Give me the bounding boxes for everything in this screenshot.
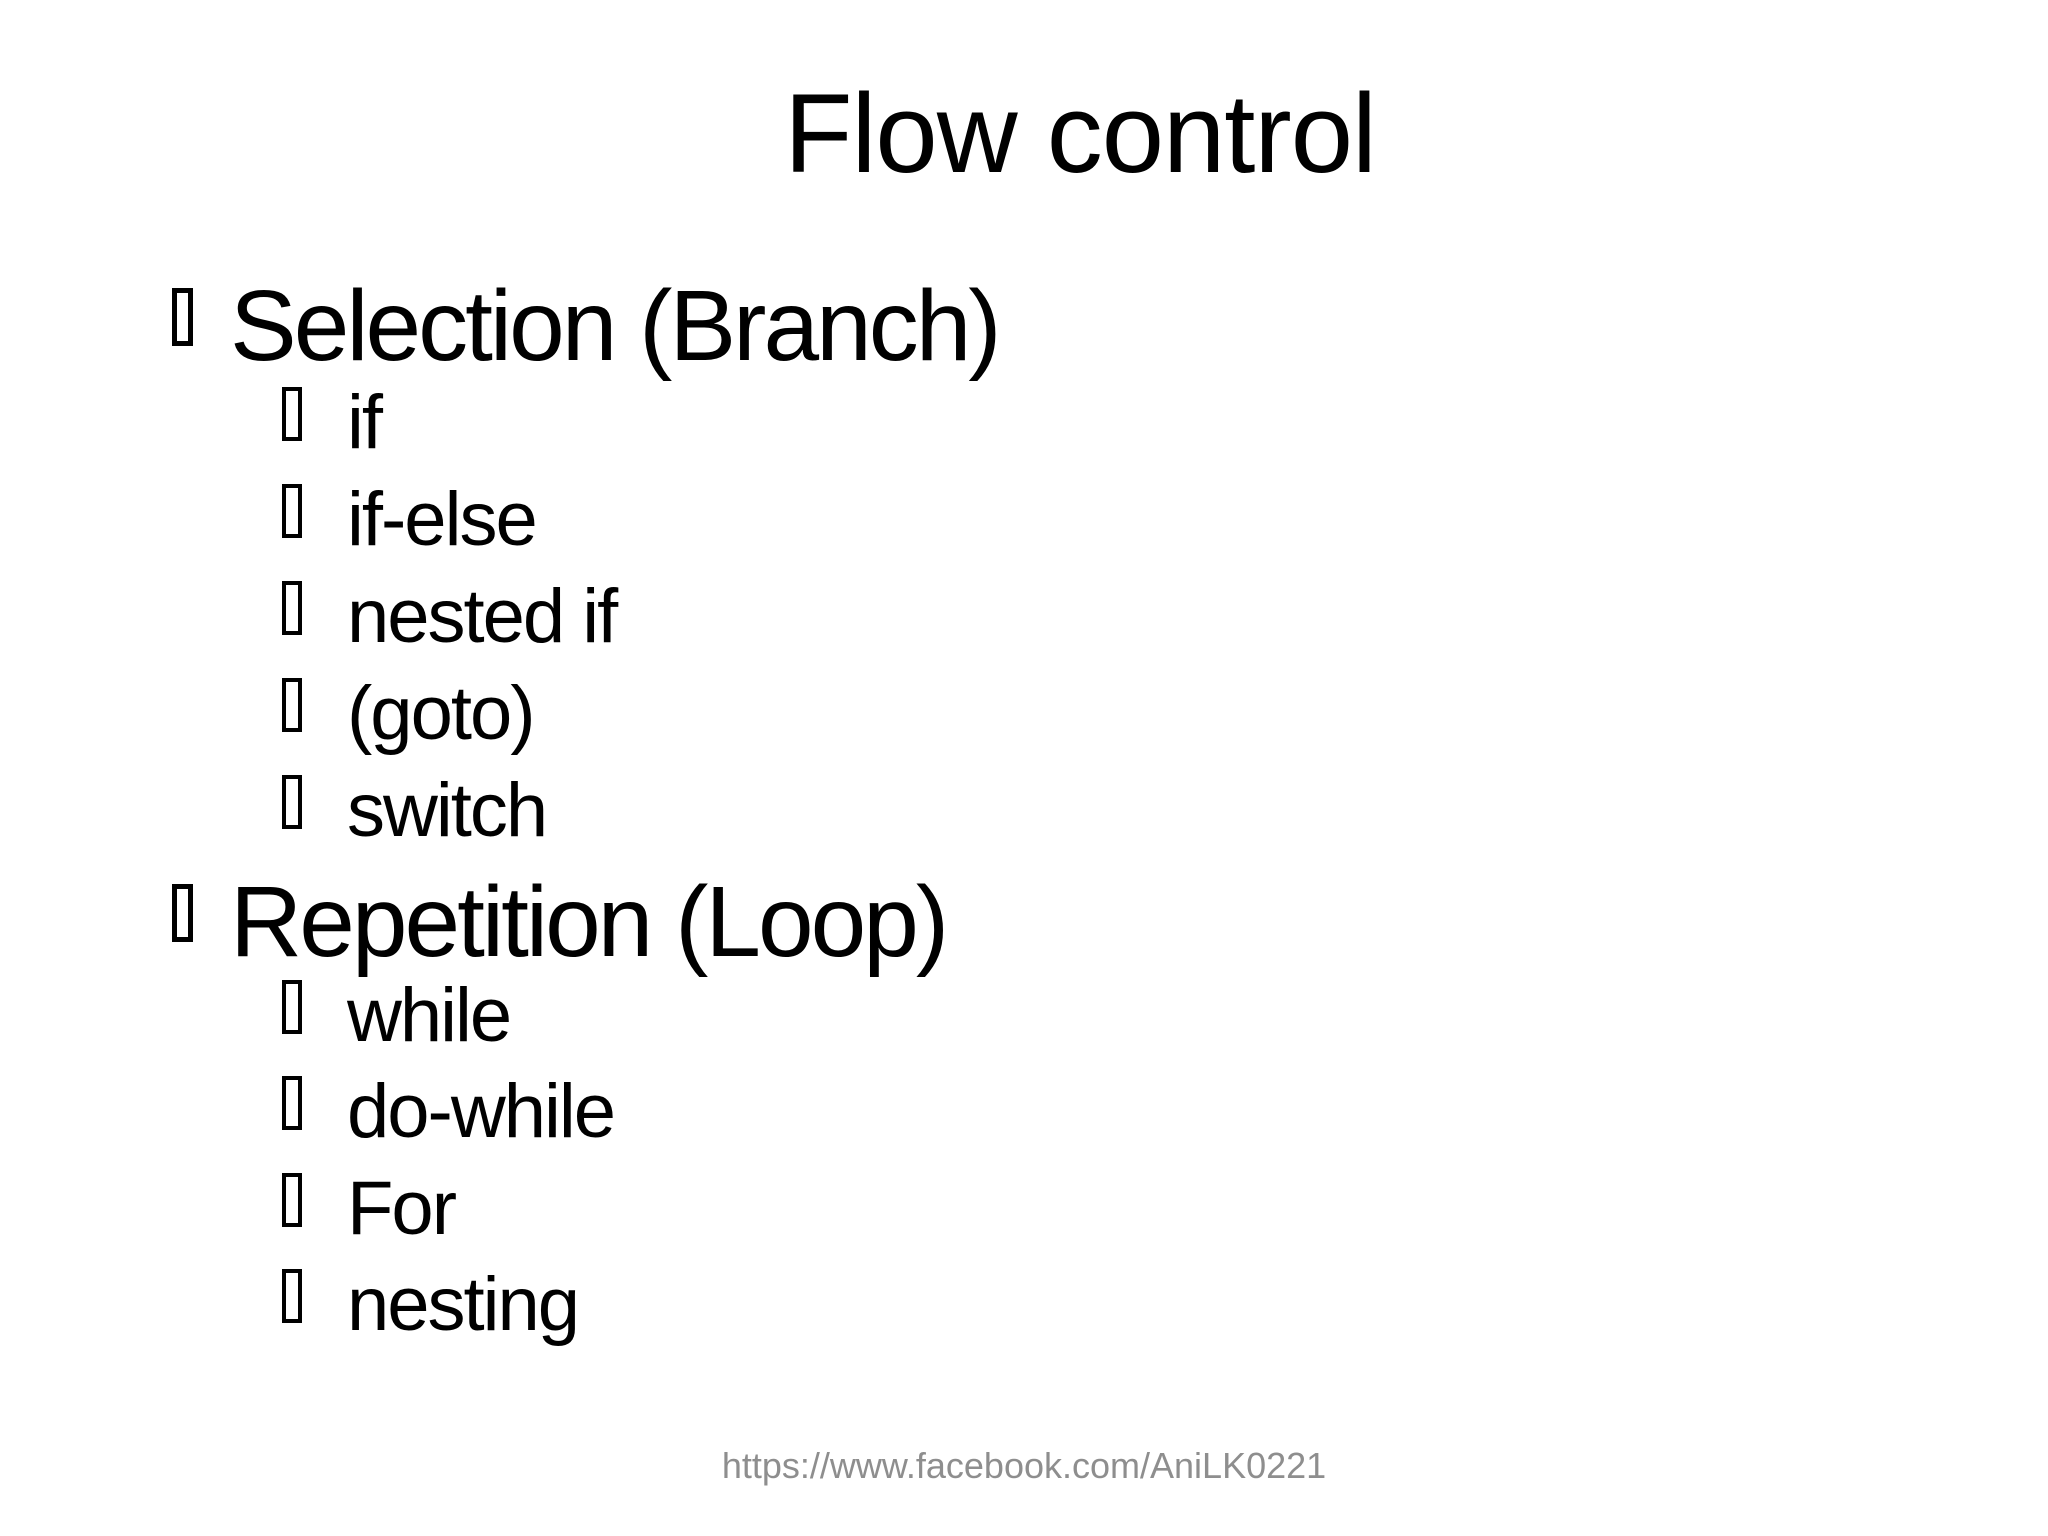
bullet-label: Selection (Branch) bbox=[230, 270, 1002, 382]
missing-glyph-bullet-icon bbox=[282, 484, 302, 538]
bullet-item-switch: switch bbox=[282, 773, 548, 849]
bullet-label: do-while bbox=[347, 1069, 616, 1154]
bullet-label: if bbox=[347, 380, 383, 465]
bullet-label: if-else bbox=[347, 477, 538, 562]
bullet-label: nested if bbox=[347, 574, 618, 659]
missing-glyph-bullet-icon bbox=[282, 1076, 302, 1130]
bullet-item-nesting: nesting bbox=[282, 1267, 580, 1343]
missing-glyph-bullet-icon bbox=[282, 581, 302, 635]
slide-title: Flow control bbox=[784, 71, 1377, 196]
bullet-item-repetition-loop: Repetition (Loop) bbox=[172, 872, 949, 972]
bullet-label: while bbox=[347, 973, 512, 1058]
bullet-item-nested-if: nested if bbox=[282, 579, 618, 655]
bullet-item-if: if bbox=[282, 385, 383, 461]
missing-glyph-bullet-icon bbox=[282, 1269, 302, 1323]
missing-glyph-bullet-icon bbox=[282, 980, 302, 1034]
bullet-label: nesting bbox=[347, 1262, 580, 1347]
bullet-item-selection-branch: Selection (Branch) bbox=[172, 276, 1002, 376]
bullet-label: For bbox=[347, 1166, 457, 1251]
missing-glyph-bullet-icon bbox=[282, 1173, 302, 1227]
bullet-item-do-while: do-while bbox=[282, 1074, 616, 1150]
bullet-label: switch bbox=[347, 768, 548, 853]
missing-glyph-bullet-icon bbox=[282, 775, 302, 829]
missing-glyph-bullet-icon bbox=[282, 678, 302, 732]
bullet-label: (goto) bbox=[347, 671, 536, 756]
missing-glyph-bullet-icon bbox=[172, 884, 193, 942]
bullet-item-for: For bbox=[282, 1171, 457, 1247]
bullet-label: Repetition (Loop) bbox=[230, 866, 949, 978]
bullet-item-goto: (goto) bbox=[282, 676, 536, 752]
footer-url: https://www.facebook.com/AniLK0221 bbox=[721, 1445, 1327, 1486]
bullet-item-if-else: if-else bbox=[282, 482, 538, 558]
missing-glyph-bullet-icon bbox=[172, 288, 193, 346]
bullet-item-while: while bbox=[282, 978, 512, 1054]
missing-glyph-bullet-icon bbox=[282, 387, 302, 441]
